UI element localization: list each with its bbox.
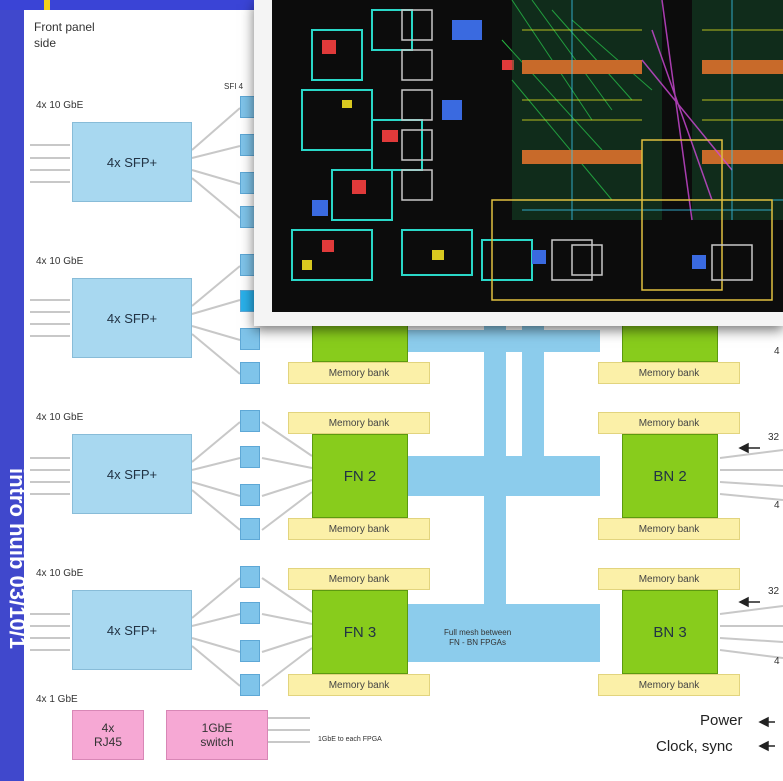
memory-bank: Memory bank bbox=[598, 518, 740, 540]
right-label: 4 bbox=[774, 656, 780, 667]
mesh-label: Full mesh between FN - BN FPGAs bbox=[444, 628, 512, 648]
port bbox=[240, 674, 260, 696]
memory-bank: Memory bank bbox=[288, 412, 430, 434]
port bbox=[240, 328, 260, 350]
memory-bank: Memory bank bbox=[598, 568, 740, 590]
mesh-band-fn3-bn3 bbox=[408, 604, 600, 662]
sfp-group-label: 4x 10 GbE bbox=[36, 100, 84, 111]
port bbox=[240, 446, 260, 468]
sfp-block-1: 4x SFP+ bbox=[72, 122, 192, 202]
port bbox=[240, 410, 260, 432]
title-accent bbox=[44, 0, 50, 10]
memory-bank: Memory bank bbox=[288, 568, 430, 590]
right-label: 4 bbox=[774, 500, 780, 511]
rj45-block: 4x RJ45 bbox=[72, 710, 144, 760]
pcb-layout-image bbox=[254, 0, 783, 326]
power-label: Power bbox=[700, 712, 743, 729]
memory-bank: Memory bank bbox=[288, 362, 430, 384]
port bbox=[240, 484, 260, 506]
right-label: 32 bbox=[768, 586, 780, 597]
sfp-group-label: 4x 10 GbE bbox=[36, 256, 84, 267]
port bbox=[240, 602, 260, 624]
sfp-group-label: 4x 10 GbE bbox=[36, 568, 84, 579]
sfp-group-label: 4x 10 GbE bbox=[36, 412, 84, 423]
gbe-group-label: 4x 1 GbE bbox=[36, 694, 78, 705]
front-panel-label: Front panel side bbox=[34, 20, 95, 50]
fpga-bn3: BN 3 bbox=[622, 590, 718, 674]
memory-bank: Memory bank bbox=[288, 674, 430, 696]
fpga-fn3: FN 3 bbox=[312, 590, 408, 674]
mesh-band-fn2-bn2 bbox=[408, 456, 600, 496]
mesh-band-vertical bbox=[522, 320, 544, 480]
sidebar-vertical-text: intro huib 03/10/1 bbox=[5, 468, 30, 649]
right-label: 4 bbox=[774, 346, 780, 357]
port bbox=[240, 566, 260, 588]
fpga-fn1-partial bbox=[312, 324, 408, 362]
fpga-fn2: FN 2 bbox=[312, 434, 408, 518]
port bbox=[240, 640, 260, 662]
fpga-bn1-partial bbox=[622, 324, 718, 362]
switch-note: 1GbE to each FPGA bbox=[318, 736, 382, 743]
sfp-block-2: 4x SFP+ bbox=[72, 278, 192, 358]
pcb-layout-drawing bbox=[272, 0, 783, 312]
sfp-block-3: 4x SFP+ bbox=[72, 434, 192, 514]
port bbox=[240, 518, 260, 540]
fpga-bn2: BN 2 bbox=[622, 434, 718, 518]
switch-block: 1GbE switch bbox=[166, 710, 268, 760]
sfp-block-4: 4x SFP+ bbox=[72, 590, 192, 670]
port-group-label: SFI 4 bbox=[224, 82, 244, 91]
right-label: 32 bbox=[768, 432, 780, 443]
memory-bank: Memory bank bbox=[598, 674, 740, 696]
port bbox=[240, 362, 260, 384]
clock-sync-label: Clock, sync bbox=[656, 738, 733, 755]
slide-sidebar bbox=[0, 10, 24, 781]
memory-bank: Memory bank bbox=[598, 362, 740, 384]
memory-bank: Memory bank bbox=[598, 412, 740, 434]
memory-bank: Memory bank bbox=[288, 518, 430, 540]
